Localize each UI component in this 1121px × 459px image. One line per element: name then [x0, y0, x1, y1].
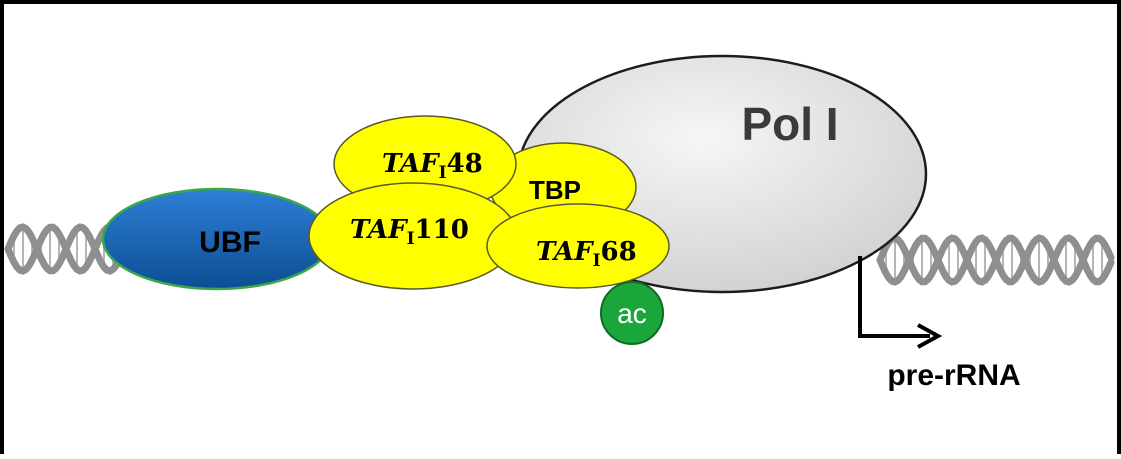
taf-i-68-label: TAFI68 — [536, 237, 637, 271]
taf-i-68-protein — [486, 203, 670, 289]
dna-strand — [4, 223, 123, 275]
dna-helix-right — [876, 234, 1115, 286]
dna-strand — [4, 223, 123, 275]
pre-rrna-label: pre-rRNA — [887, 359, 1020, 392]
ubf-label: UBF — [199, 226, 261, 259]
dna-helix-left — [4, 223, 123, 275]
acetyl-label: ac — [617, 298, 647, 329]
pol-i-label: Pol I — [741, 98, 838, 150]
acetyl-group — [600, 281, 664, 345]
transcription-start-arrow — [858, 256, 930, 338]
dna-strand — [876, 234, 1115, 286]
taf-i-48-label: TAFI48 — [382, 149, 483, 183]
arrow-head-icon — [917, 323, 943, 349]
taf-i-110-label: TAFI110 — [350, 215, 469, 249]
tbp-label: TBP — [529, 175, 581, 205]
